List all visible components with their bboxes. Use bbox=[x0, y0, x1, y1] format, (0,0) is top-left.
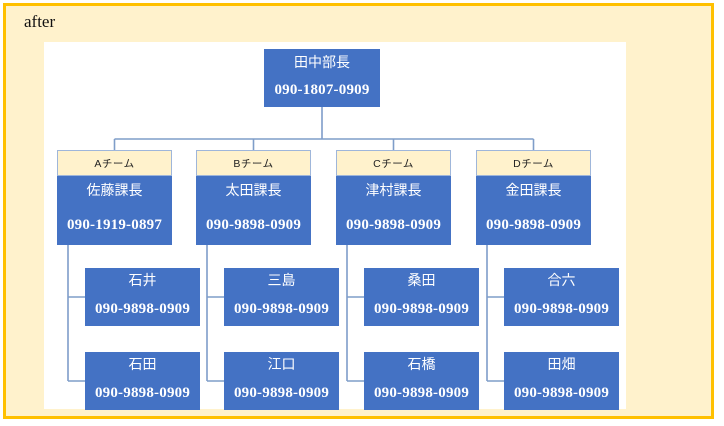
member-node-b1: 三島 090-9898-0909 bbox=[224, 268, 339, 326]
person-name: 合六 bbox=[547, 274, 576, 289]
team-label-c: Cチーム bbox=[336, 150, 451, 176]
manager-node-d: 金田課長 090-9898-0909 bbox=[476, 176, 591, 245]
org-node-director: 田中部長 090-1807-0909 bbox=[264, 49, 380, 107]
person-phone: 090-9898-0909 bbox=[485, 217, 582, 233]
manager-node-b: 太田課長 090-9898-0909 bbox=[196, 176, 311, 245]
member-node-c2: 石橋 090-9898-0909 bbox=[364, 352, 479, 410]
person-phone: 090-9898-0909 bbox=[94, 301, 191, 317]
person-phone: 090-9898-0909 bbox=[513, 301, 610, 317]
person-name: 太田課長 bbox=[225, 184, 282, 199]
member-node-d1: 合六 090-9898-0909 bbox=[504, 268, 619, 326]
panel-title: after bbox=[24, 12, 56, 31]
person-name: 田畑 bbox=[547, 358, 576, 373]
person-phone: 090-9898-0909 bbox=[205, 217, 302, 233]
person-name: 石田 bbox=[128, 358, 157, 373]
person-name: 田中部長 bbox=[294, 56, 350, 71]
member-node-c1: 桑田 090-9898-0909 bbox=[364, 268, 479, 326]
member-node-b2: 江口 090-9898-0909 bbox=[224, 352, 339, 410]
person-phone: 090-9898-0909 bbox=[233, 385, 330, 401]
manager-node-c: 津村課長 090-9898-0909 bbox=[336, 176, 451, 245]
person-name: 石井 bbox=[128, 274, 157, 289]
member-node-a1: 石井 090-9898-0909 bbox=[85, 268, 200, 326]
person-name: 三島 bbox=[267, 274, 296, 289]
team-column-c: Cチーム 津村課長 090-9898-0909 bbox=[336, 150, 451, 245]
team-label-b: Bチーム bbox=[196, 150, 311, 176]
person-name: 江口 bbox=[267, 358, 296, 373]
person-phone: 090-1919-0897 bbox=[66, 217, 163, 233]
person-phone: 090-9898-0909 bbox=[233, 301, 330, 317]
person-phone: 090-9898-0909 bbox=[373, 385, 470, 401]
person-name: 石橋 bbox=[407, 358, 436, 373]
member-node-a2: 石田 090-9898-0909 bbox=[85, 352, 200, 410]
person-name: 金田課長 bbox=[505, 184, 562, 199]
member-node-d2: 田畑 090-9898-0909 bbox=[504, 352, 619, 410]
team-label-d: Dチーム bbox=[476, 150, 591, 176]
team-column-d: Dチーム 金田課長 090-9898-0909 bbox=[476, 150, 591, 245]
person-name: 桑田 bbox=[407, 274, 436, 289]
person-name: 佐藤課長 bbox=[86, 184, 143, 199]
person-phone: 090-9898-0909 bbox=[345, 217, 442, 233]
manager-node-a: 佐藤課長 090-1919-0897 bbox=[57, 176, 172, 245]
person-phone: 090-9898-0909 bbox=[513, 385, 610, 401]
team-column-a: Aチーム 佐藤課長 090-1919-0897 bbox=[57, 150, 172, 245]
team-label-a: Aチーム bbox=[57, 150, 172, 176]
team-column-b: Bチーム 太田課長 090-9898-0909 bbox=[196, 150, 311, 245]
person-name: 津村課長 bbox=[365, 184, 422, 199]
person-phone: 090-9898-0909 bbox=[373, 301, 470, 317]
person-phone: 090-1807-0909 bbox=[274, 82, 370, 98]
person-phone: 090-9898-0909 bbox=[94, 385, 191, 401]
